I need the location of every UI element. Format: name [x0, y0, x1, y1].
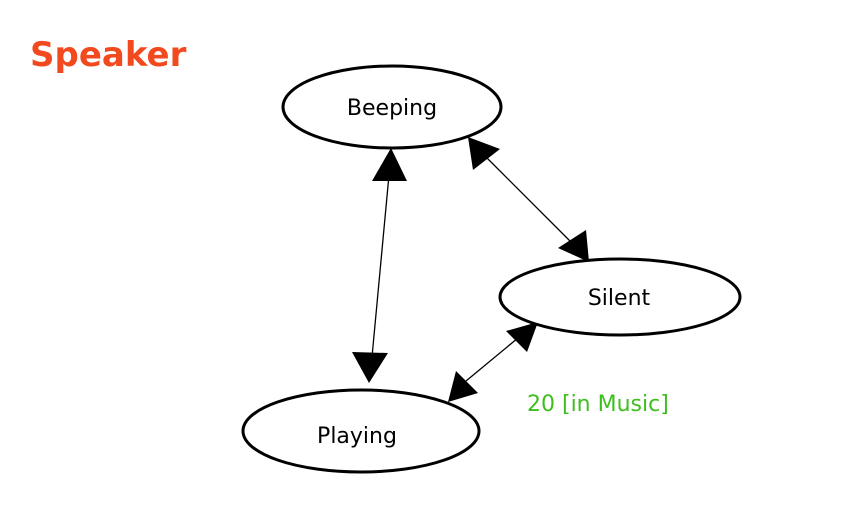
transition-label: 20 [in Music] — [527, 392, 669, 417]
arrowhead-to-silent — [558, 230, 589, 262]
edge-beeping-silent — [468, 137, 589, 262]
diagram-title: Speaker — [30, 35, 187, 75]
state-beeping-label: Beeping — [347, 96, 437, 121]
arrowhead-to-beeping — [372, 148, 407, 181]
arrowhead-to-playing — [448, 371, 478, 402]
edge-beeping-playing — [352, 148, 407, 383]
arrowhead-to-silent — [506, 322, 538, 352]
edge-silent-playing — [448, 322, 538, 402]
state-playing-label: Playing — [317, 424, 397, 449]
state-silent-label: Silent — [588, 286, 651, 311]
state-silent[interactable]: Silent — [498, 257, 742, 337]
state-playing[interactable]: Playing — [241, 388, 481, 474]
arrowhead-to-beeping — [468, 137, 500, 170]
state-beeping[interactable]: Beeping — [281, 64, 503, 150]
arrowhead-to-playing — [352, 352, 388, 383]
